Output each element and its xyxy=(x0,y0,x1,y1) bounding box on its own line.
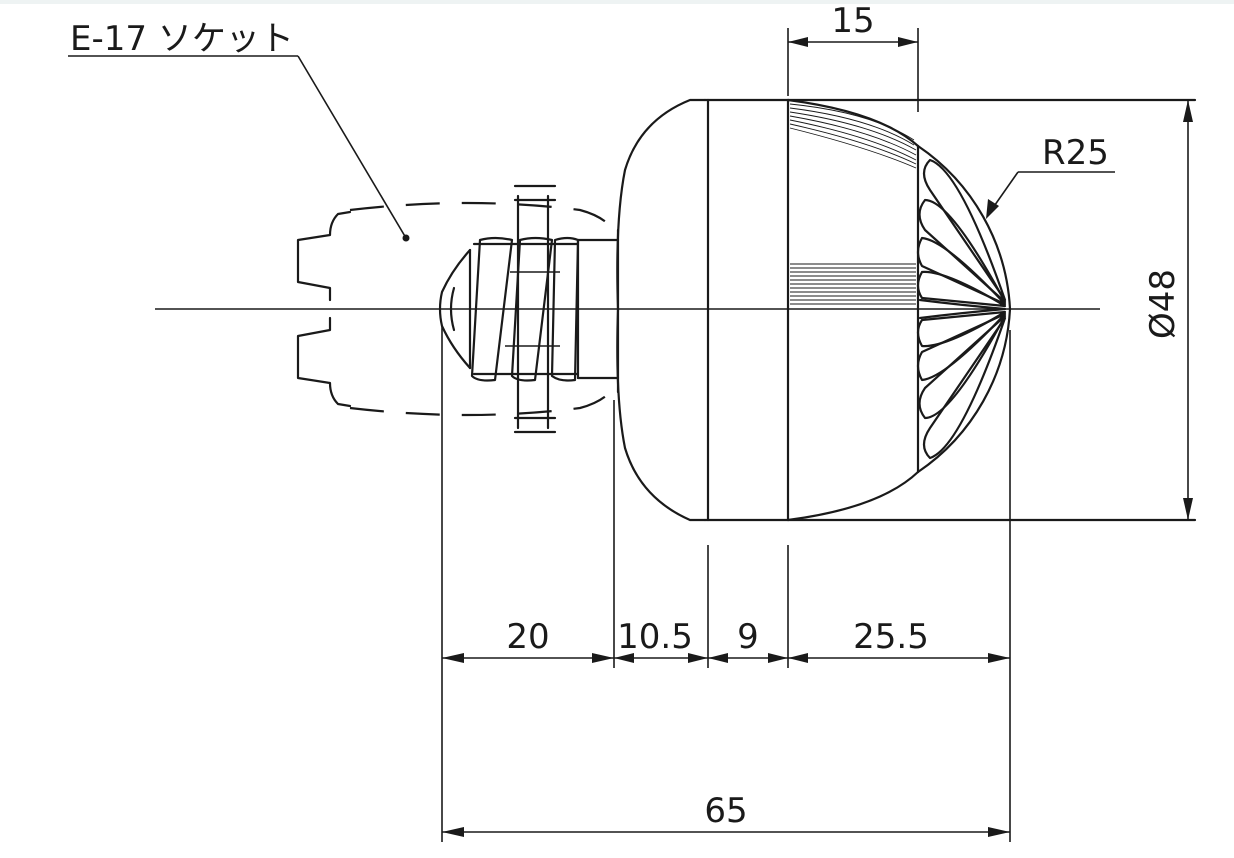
diameter-label: Ø48 xyxy=(1143,269,1183,339)
lamp-body xyxy=(616,98,1197,522)
dim-neck-label: 10.5 xyxy=(617,617,693,657)
top-edge-strip xyxy=(0,0,1234,4)
dim-ring-label: 9 xyxy=(737,617,759,657)
dim-total-label: 65 xyxy=(704,791,747,831)
screw-base xyxy=(438,194,620,430)
dim-top-width xyxy=(787,28,919,112)
dim-total-row xyxy=(442,827,1010,837)
dim-chain-row xyxy=(442,653,1010,663)
radius-leader xyxy=(986,171,1115,219)
top-width-label: 15 xyxy=(831,1,874,41)
dim-diameter xyxy=(1183,100,1193,520)
radius-label: R25 xyxy=(1042,133,1109,173)
socket-label: E-17 ソケット xyxy=(70,19,294,59)
bottom-extension-lines xyxy=(441,326,1011,842)
body-hatching xyxy=(789,103,917,305)
dim-base-label: 20 xyxy=(506,617,549,657)
dim-dome-label: 25.5 xyxy=(853,617,929,657)
dome-petals xyxy=(916,158,1007,460)
